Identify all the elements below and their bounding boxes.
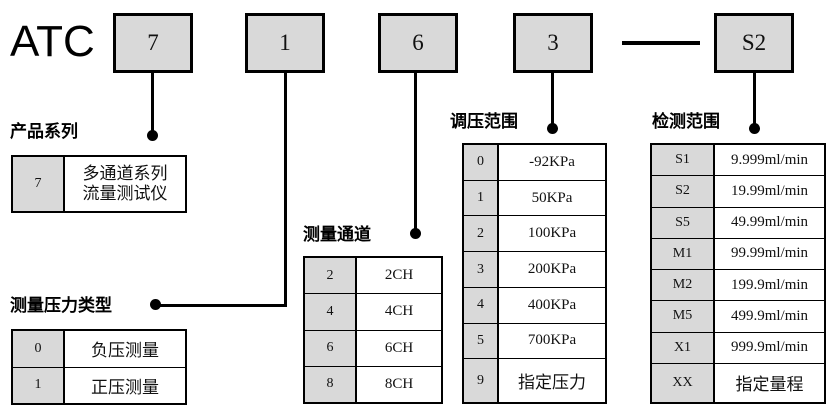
row-value: 4CH <box>357 294 441 330</box>
caption-detection-range: 检测范围 <box>652 112 720 131</box>
row-value: 多通道系列 流量测试仪 <box>65 157 185 211</box>
row-key: 4 <box>464 287 499 323</box>
row-key: 3 <box>464 252 499 287</box>
connector-detection-line <box>753 73 756 129</box>
row-key: XX <box>652 363 715 402</box>
code-box-channel[interactable]: 6 <box>378 13 458 73</box>
row-value: 400KPa <box>499 287 605 323</box>
table-row: 0 负压测量 <box>13 331 185 368</box>
connector-series-dot <box>147 130 158 141</box>
row-value: 6CH <box>357 330 441 366</box>
row-value: 指定压力 <box>499 359 605 403</box>
table-row: 3 200KPa <box>464 252 605 288</box>
row-key: 4 <box>305 294 357 330</box>
table-detection-range: S1 9.999ml/min S2 19.99ml/min S5 49.99ml… <box>650 143 826 404</box>
connector-regulation-dot <box>547 123 558 134</box>
row-value-line: 流量测试仪 <box>82 184 168 203</box>
connector-channel-line <box>414 73 417 233</box>
code-box-pressure-type[interactable]: 1 <box>245 13 325 73</box>
row-key: X1 <box>652 332 715 363</box>
table-row: 1 50KPa <box>464 180 605 217</box>
row-key: S2 <box>652 176 715 207</box>
row-value: 199.9ml/min <box>715 270 824 301</box>
row-value: 50KPa <box>499 180 605 216</box>
row-value: 正压测量 <box>65 367 185 403</box>
row-value: 19.99ml/min <box>715 176 824 207</box>
row-key: 6 <box>305 330 357 366</box>
table-row: 4 400KPa <box>464 287 605 324</box>
row-value: 8CH <box>357 366 441 402</box>
table-row: 5 700KPa <box>464 323 605 360</box>
row-value: 499.9ml/min <box>715 301 824 332</box>
table-regulation-range: 0 -92KPa 1 50KPa 2 100KPa 3 200KPa 4 400… <box>462 143 607 404</box>
row-key: S5 <box>652 207 715 238</box>
table-row: S2 19.99ml/min <box>652 176 824 208</box>
table-row: M2 199.9ml/min <box>652 270 824 302</box>
row-key: 8 <box>305 366 357 402</box>
row-value-line: 多通道系列 <box>82 164 168 183</box>
brand-label: ATC <box>10 17 95 66</box>
table-row: 6 6CH <box>305 330 441 367</box>
connector-pressure-type-dot <box>150 299 161 310</box>
table-row: 7 多通道系列 流量测试仪 <box>13 157 185 211</box>
code-box-regulation[interactable]: 3 <box>513 13 593 73</box>
row-value: 999.9ml/min <box>715 332 824 363</box>
row-key: 0 <box>13 331 65 367</box>
connector-pressure-type-hline <box>155 304 287 307</box>
row-key: 9 <box>464 359 499 403</box>
table-row: 4 4CH <box>305 294 441 331</box>
caption-pressure-type: 测量压力类型 <box>10 296 112 315</box>
table-row: 8 8CH <box>305 366 441 402</box>
code-box-series[interactable]: 7 <box>113 13 193 73</box>
row-key: S1 <box>652 145 715 176</box>
row-value: 指定量程 <box>715 363 824 402</box>
table-row: XX 指定量程 <box>652 363 824 402</box>
row-key: 5 <box>464 323 499 359</box>
table-measure-channel: 2 2CH 4 4CH 6 6CH 8 8CH <box>303 256 443 404</box>
connector-series-line <box>151 73 154 135</box>
row-value: 49.99ml/min <box>715 207 824 238</box>
row-key: M1 <box>652 238 715 269</box>
row-key: 7 <box>13 157 65 211</box>
table-row: 2 2CH <box>305 258 441 295</box>
caption-measure-channel: 测量通道 <box>303 225 371 244</box>
row-key: 1 <box>13 367 65 403</box>
table-row: M5 499.9ml/min <box>652 301 824 333</box>
code-box-detection-range[interactable]: S2 <box>714 13 794 73</box>
code-separator-dash <box>622 41 700 45</box>
table-row: 1 正压测量 <box>13 367 185 403</box>
caption-product-series: 产品系列 <box>10 122 78 141</box>
row-value: 99.99ml/min <box>715 238 824 269</box>
row-value: 负压测量 <box>65 331 185 367</box>
table-row: 2 100KPa <box>464 216 605 253</box>
table-row: 0 -92KPa <box>464 145 605 181</box>
row-value: 200KPa <box>499 252 605 287</box>
table-product-series: 7 多通道系列 流量测试仪 <box>11 155 187 213</box>
table-row: 9 指定压力 <box>464 359 605 403</box>
connector-detection-dot <box>749 123 760 134</box>
connector-pressure-type-vline <box>284 73 287 307</box>
caption-regulation-range: 调压范围 <box>450 112 518 131</box>
row-value: 100KPa <box>499 216 605 252</box>
row-key: M5 <box>652 301 715 332</box>
connector-regulation-line <box>551 73 554 129</box>
row-key: 2 <box>305 258 357 294</box>
row-key: 1 <box>464 180 499 216</box>
connector-channel-dot <box>410 228 421 239</box>
table-row: S1 9.999ml/min <box>652 145 824 177</box>
row-value: -92KPa <box>499 145 605 180</box>
row-key: M2 <box>652 270 715 301</box>
table-pressure-type: 0 负压测量 1 正压测量 <box>11 329 187 405</box>
row-value: 2CH <box>357 258 441 294</box>
table-row: X1 999.9ml/min <box>652 332 824 364</box>
row-key: 2 <box>464 216 499 252</box>
row-value: 700KPa <box>499 323 605 359</box>
row-value: 9.999ml/min <box>715 145 824 176</box>
table-row: M1 99.99ml/min <box>652 238 824 270</box>
row-key: 0 <box>464 145 499 180</box>
table-row: S5 49.99ml/min <box>652 207 824 239</box>
